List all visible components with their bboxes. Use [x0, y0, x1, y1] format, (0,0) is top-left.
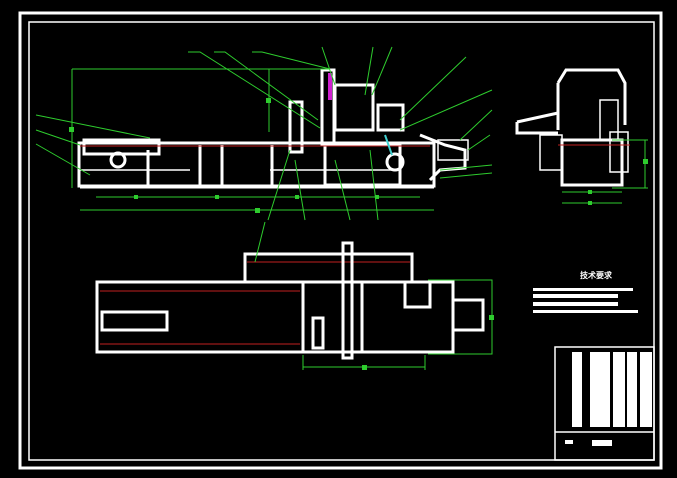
technical-requirements-title: 技术要求 — [580, 271, 612, 280]
top-view — [95, 221, 494, 370]
title-block — [554, 346, 655, 461]
front-view — [77, 68, 469, 189]
side-view — [515, 68, 648, 205]
outer-frame — [18, 11, 663, 470]
inner-frame — [28, 21, 655, 461]
technical-requirements-text — [533, 288, 638, 313]
front-view-dimensions — [35, 46, 493, 221]
